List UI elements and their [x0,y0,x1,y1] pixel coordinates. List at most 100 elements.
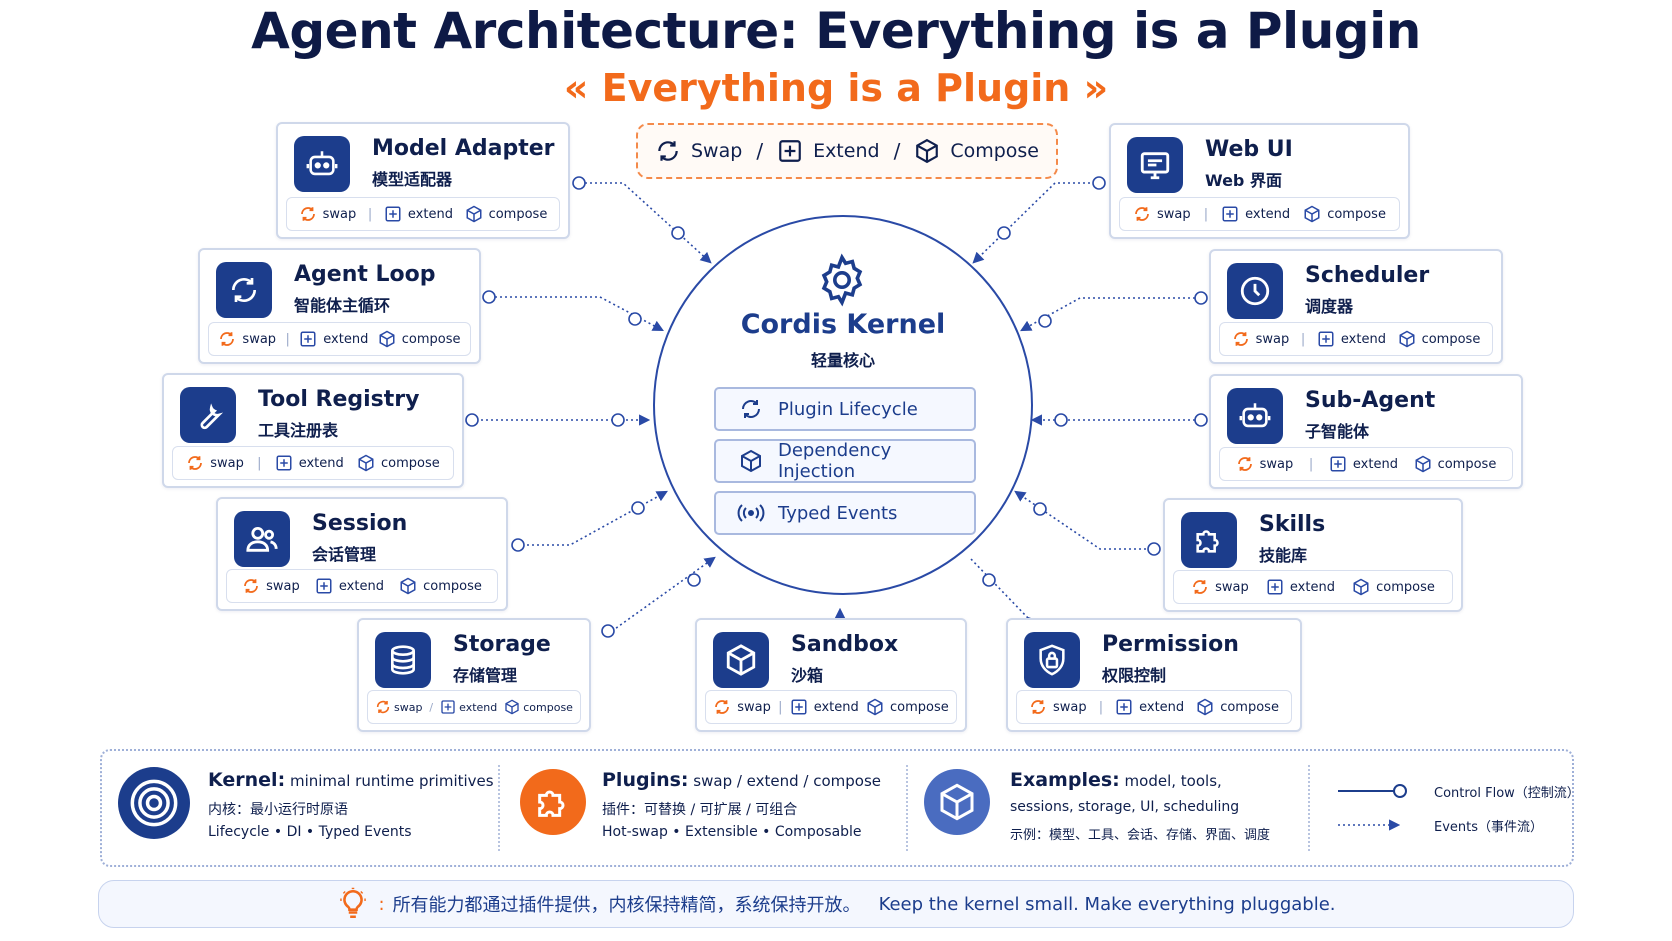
pill-separator: | [1203,206,1209,222]
plugin-ops: swap | extend compose [172,446,454,480]
compose-label: compose [523,700,573,714]
database-icon [391,645,415,675]
plugin-icon [216,262,272,318]
compose-label: compose [1437,456,1497,472]
footer-tip: : 所有能力都通过插件提供，内核保持精简，系统保持开放。 Keep the ke… [98,880,1574,928]
plugin-name: Agent Loop [294,262,436,287]
page-title: Agent Architecture: Everything is a Plug… [251,2,1421,60]
lightbulb-icon [340,887,367,919]
plugin-card-skills[interactable]: Skills 技能库 swap extend compose [1163,498,1463,612]
kernel-subtitle: 轻量核心 [810,351,875,370]
swap-icon [376,700,390,714]
plugin-ops: swap | extend compose [705,690,957,724]
footer-zh: 所有能力都通过插件提供，内核保持精简，系统保持开放。 [392,895,861,916]
ops-separator: / [756,139,764,163]
kernel-feature-lifecycle: Plugin Lifecycle [714,387,976,431]
plugin-card-storage[interactable]: Storage 存储管理 swap / extend compose [357,618,591,732]
plugin-card-permission[interactable]: Permission 权限控制 swap | extend compose [1006,618,1302,732]
plugin-name-zh: Web 界面 [1205,171,1282,190]
swap-icon [1237,457,1252,471]
compose-label: compose [1421,331,1481,347]
extend-icon [1330,456,1346,472]
footer-en: Keep the kernel small. Make everything p… [878,893,1336,915]
compose-icon [1353,578,1369,596]
extend-icon [300,331,316,347]
puzzle-icon [1196,530,1219,553]
legend-examples-label: Examples: [1010,769,1120,791]
compose-label: compose [1327,206,1386,222]
cube-icon [740,449,761,473]
legend-panel: Kernel: minimal runtime primitives 内核：最小… [100,749,1580,867]
compose-icon [505,699,519,715]
compose-label: compose [423,578,482,594]
plugin-ops: swap | extend compose [286,197,560,231]
extend-label: extend [813,699,859,715]
legend-examples-line2: sessions, storage, UI, scheduling [1010,799,1240,815]
compose-icon [1197,698,1213,716]
plugin-name: Skills [1259,512,1326,537]
plugin-name-zh: 子智能体 [1305,422,1370,441]
kernel-feature-label: Typed Events [778,502,898,524]
compose-icon [1399,330,1415,348]
legend-divider [906,765,908,851]
plugin-ops: swap | extend compose [1016,690,1292,724]
legend-divider [1308,765,1310,851]
legend-plugins-features: Hot-swap • Extensible • Composable [602,824,862,840]
plugin-card-agent-loop[interactable]: Agent Loop 智能体主循环 swap | extend compose [198,248,481,364]
plugin-icon [713,632,769,688]
ops-swap-label: Swap [691,140,743,162]
legend-examples-zh: 示例：模型、工具、会话、存储、界面、调度 [1010,828,1271,843]
extend-icon [385,206,401,222]
refresh-icon [232,278,256,302]
compose-label: compose [401,331,461,347]
compose-icon [358,454,374,472]
puzzle-icon [520,769,586,835]
compose-icon [466,205,482,223]
plugin-card-scheduler[interactable]: Scheduler 调度器 swap | extend compose [1209,249,1503,364]
plugin-card-sandbox[interactable]: Sandbox 沙箱 swap | extend compose [695,618,967,732]
extend-icon [779,140,801,162]
robot-icon [306,151,338,176]
ops-separator: / [893,139,901,163]
swap-icon [1135,207,1149,221]
swap-icon [1233,332,1248,346]
swap-icon [1193,580,1208,594]
users-icon [246,526,278,552]
plugin-card-session[interactable]: Session 会话管理 swap extend compose [216,497,508,611]
extend-icon [1318,331,1334,347]
kernel-feature-label: Dependency Injection [777,440,892,482]
extend-label: extend [1139,699,1185,715]
plugin-card-model-adapter[interactable]: Model Adapter 模型适配器 swap | extend compos… [276,122,570,239]
plugin-card-tool-registry[interactable]: Tool Registry 工具注册表 swap | extend compos… [162,373,464,488]
kernel-circle: Cordis Kernel 轻量核心 Plugin Lifecycle Depe… [653,215,1033,595]
plugin-icon [1024,632,1080,688]
swap-icon [244,579,259,593]
plugin-ops: swap extend compose [1173,570,1453,604]
plugin-card-sub-agent[interactable]: Sub-Agent 子智能体 swap | extend compose [1209,374,1523,489]
swap-icon [188,456,203,470]
compose-label: compose [1220,699,1279,715]
compose-label: compose [1376,579,1435,595]
plugin-name: Scheduler [1305,263,1430,288]
swap-label: swap [242,331,277,347]
legend-divider [498,765,500,851]
plugin-ops: swap / extend compose [367,690,581,724]
pill-separator: | [367,206,373,222]
lock-shield-icon [1039,644,1065,676]
extend-icon [276,455,292,471]
plugin-card-web-ui[interactable]: Web UI Web 界面 swap | extend compose [1109,123,1410,239]
swap-label: swap [266,578,300,594]
plugin-icon [375,632,431,688]
swap-icon [1031,700,1045,714]
legend-kernel-features: Lifecycle • DI • Typed Events [208,824,412,840]
plugin-name: Model Adapter [372,136,555,161]
legend-kernel-desc: minimal runtime primitives [289,772,494,790]
extend-icon [791,699,807,715]
compose-icon [1304,205,1320,223]
plugin-name: Session [312,511,408,536]
plugin-name-zh: 会话管理 [312,545,377,564]
kernel-feature-label: Plugin Lifecycle [778,398,918,420]
clock-icon [1240,276,1270,306]
plugin-icon [1227,263,1283,319]
